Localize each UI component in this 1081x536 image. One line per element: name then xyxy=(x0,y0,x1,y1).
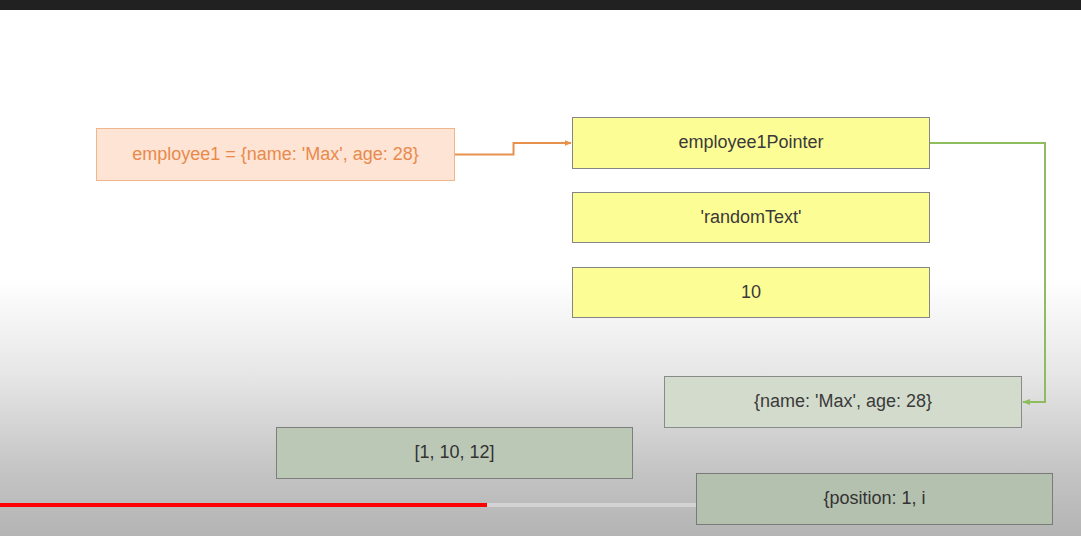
variable-box: employee1 = {name: 'Max', age: 28} xyxy=(96,128,455,181)
stack-box: employee1Pointer xyxy=(572,117,930,169)
progress-buffer xyxy=(0,503,740,507)
box-text: 10 xyxy=(741,282,761,304)
box-text: 'randomText' xyxy=(701,207,802,229)
box-text: employee1 = {name: 'Max', age: 28} xyxy=(132,144,419,166)
box-text: [1, 10, 12] xyxy=(414,442,494,464)
box-text: {position: 1, i xyxy=(823,488,925,510)
heap-box: {position: 1, i xyxy=(696,473,1053,525)
top-bar xyxy=(0,0,1081,10)
heap-box: {name: 'Max', age: 28} xyxy=(664,376,1022,428)
heap-box: [1, 10, 12] xyxy=(276,427,633,479)
box-text: {name: 'Max', age: 28} xyxy=(754,391,932,413)
reference-arrow xyxy=(455,143,571,155)
stack-box: 'randomText' xyxy=(572,192,930,243)
stack-box: 10 xyxy=(572,267,930,318)
progress-bar xyxy=(0,503,487,507)
box-text: employee1Pointer xyxy=(678,132,823,154)
pointer-arrow xyxy=(930,143,1045,402)
